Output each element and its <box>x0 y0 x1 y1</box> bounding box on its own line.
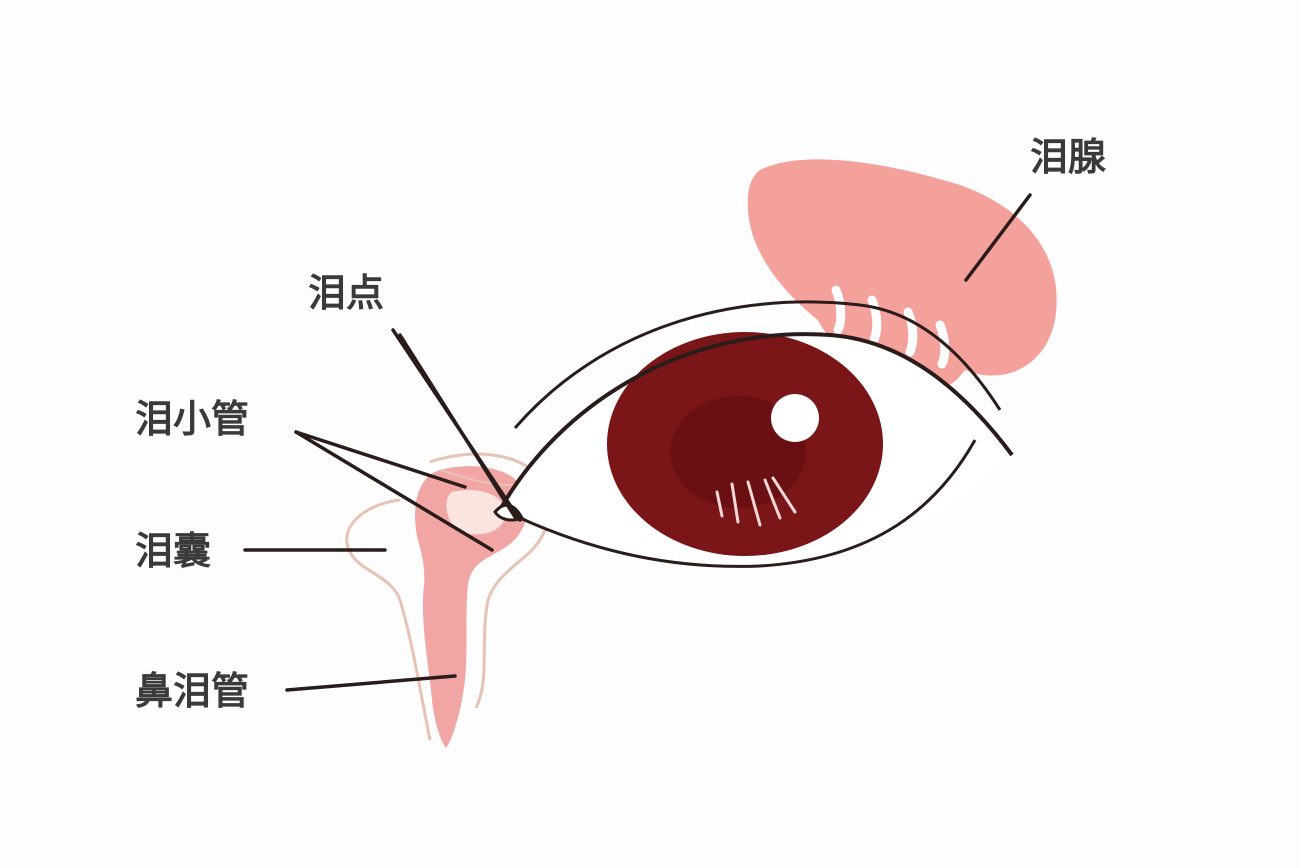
leader-line-canaliculus-upper <box>294 430 467 489</box>
upper-lid-crease <box>513 300 1002 429</box>
lacrimal-gland <box>747 159 1057 388</box>
upper-eyelid <box>495 332 1014 516</box>
eye-highlight <box>771 394 819 442</box>
label-lacrimal-gland: 泪腺 <box>1030 135 1107 179</box>
leader-line-lacrimal-gland <box>964 193 1032 282</box>
label-lacrimal-sac: 泪囊 <box>135 529 211 573</box>
lacrimal-sac-highlight <box>446 489 506 535</box>
label-nasolacrimal-duct: 鼻泪管 <box>135 669 249 713</box>
label-lacrimal-canaliculus: 泪小管 <box>135 397 249 441</box>
leader-lines <box>243 193 1032 692</box>
lower-eyelid <box>519 439 977 568</box>
leader-line-canaliculus-lower <box>294 430 494 552</box>
leader-line-nasolacrimal-duct <box>285 674 457 692</box>
eye <box>493 300 1014 568</box>
label-lacrimal-punctum: 泪点 <box>308 271 384 315</box>
leader-line-lacrimal-punctum-b <box>398 333 517 519</box>
gland-body <box>747 159 1057 388</box>
iris-streaks <box>715 476 797 527</box>
